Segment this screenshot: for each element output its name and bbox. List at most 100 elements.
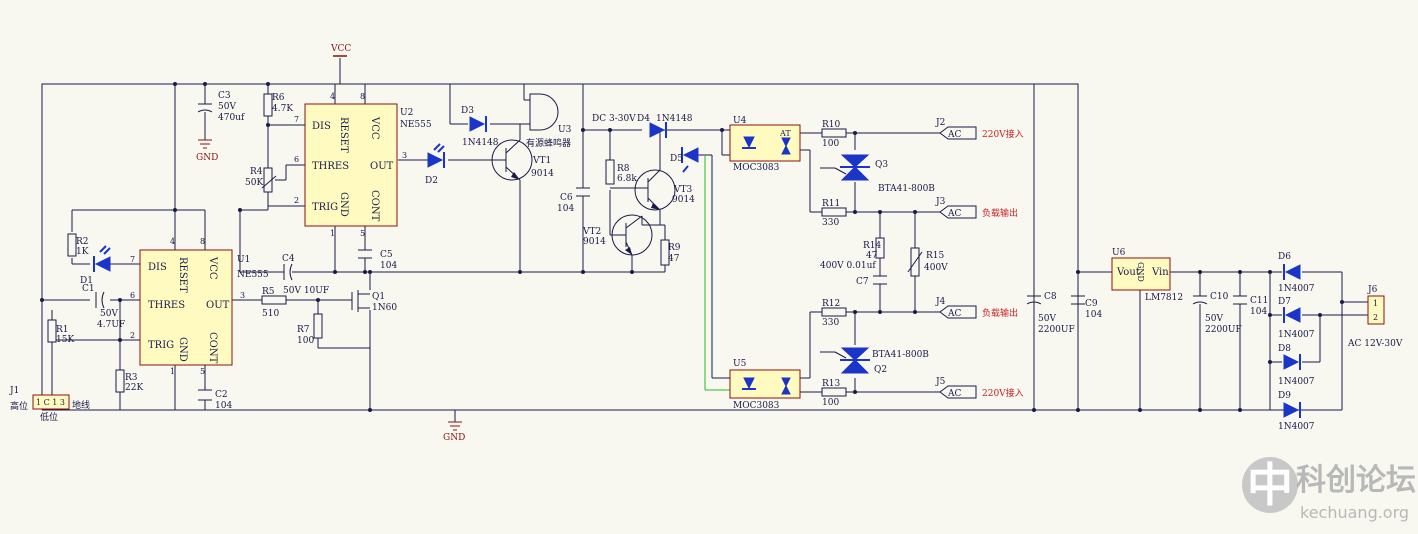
u1-pin-out: OUT bbox=[206, 300, 230, 311]
opto-u5: U5 MOC3083 bbox=[729, 359, 801, 411]
r15-ref: R15 bbox=[926, 251, 945, 261]
u1-pin-cont: CONT bbox=[207, 332, 218, 364]
connector-j4: AC J4 负载输出 bbox=[935, 297, 1018, 319]
diode-d9: D9 1N4007 bbox=[1278, 391, 1315, 432]
vt1-value: 9014 bbox=[531, 169, 554, 179]
c11-value: 104 bbox=[1250, 307, 1267, 317]
svg-text:1: 1 bbox=[330, 229, 335, 238]
resistor-r9: R9 47 bbox=[660, 239, 681, 266]
capacitor-c5: C5 104 bbox=[358, 249, 397, 271]
c5-ref: C5 bbox=[380, 250, 393, 260]
d9-ref: D9 bbox=[1278, 391, 1291, 401]
c10-value: 2200UF bbox=[1205, 325, 1242, 335]
svg-text:6: 6 bbox=[130, 291, 135, 300]
u1-pin-thres: THRES bbox=[148, 300, 185, 311]
capacitor-c7: 400V 0.01uf C7 bbox=[820, 261, 887, 287]
chip-u1: DIS THRES TRIG OUT RESET VCC GND CONT U1… bbox=[130, 237, 269, 376]
q2-ref: Q2 bbox=[874, 365, 887, 375]
u1-pin-reset: RESET bbox=[177, 257, 188, 293]
capacitor-c10: C10 50V 2200UF bbox=[1192, 292, 1242, 335]
u2-pin-gnd: GND bbox=[338, 192, 349, 217]
u2-pin-dis: DIS bbox=[312, 121, 331, 132]
chip-u2: DIS THRES TRIG OUT RESET VCC GND CONT U2… bbox=[294, 92, 432, 238]
svg-text:6: 6 bbox=[294, 155, 299, 164]
j2-note: 220V接入 bbox=[982, 128, 1024, 140]
q1-ref: Q1 bbox=[372, 292, 385, 302]
resistor-r2: R2 1K bbox=[67, 233, 89, 257]
j2-ref: J2 bbox=[935, 118, 945, 128]
u5-ref: U5 bbox=[733, 359, 747, 369]
r14-ref: R14 bbox=[863, 241, 882, 251]
svg-text:4: 4 bbox=[170, 237, 175, 246]
d6-ref: D6 bbox=[1278, 252, 1291, 262]
vt1-ref: VT1 bbox=[532, 156, 551, 166]
r11-value: 330 bbox=[822, 218, 839, 228]
led-d1: D1 bbox=[80, 245, 111, 286]
diode-d8: D8 1N4007 bbox=[1278, 344, 1315, 387]
c3-value: 470uf bbox=[218, 113, 245, 123]
junctions bbox=[40, 82, 1344, 412]
svg-text:3: 3 bbox=[402, 151, 407, 160]
r2-value: 1K bbox=[76, 247, 89, 257]
diode-d3: D3 1N4148 bbox=[461, 106, 499, 148]
d7-ref: D7 bbox=[1278, 297, 1291, 307]
c10-ref: C10 bbox=[1210, 292, 1229, 302]
u6-vin: Vin bbox=[1151, 267, 1169, 278]
u3-value: 有源蜂鸣器 bbox=[526, 137, 571, 149]
diode-d4: D4 1N4148 DC 3-30V bbox=[592, 114, 693, 138]
svg-text:4: 4 bbox=[330, 92, 335, 101]
capacitor-c9: C9 104 bbox=[1071, 295, 1102, 320]
j6-pin2: 2 bbox=[1373, 313, 1378, 322]
diode-d6: D6 bbox=[1278, 252, 1301, 280]
r1-value: 15K bbox=[56, 335, 74, 345]
u1-pin-gnd: GND bbox=[177, 337, 188, 362]
u4-ref: U4 bbox=[733, 116, 747, 126]
triac-q2: Q2 BTA41-800B bbox=[834, 347, 929, 375]
j2-tag: AC bbox=[947, 130, 961, 140]
c8-value: 2200UF bbox=[1038, 325, 1075, 335]
d1-ref: D1 bbox=[80, 276, 93, 286]
resistor-r14: R14 47 bbox=[863, 237, 885, 261]
d8-value: 1N4007 bbox=[1278, 377, 1315, 387]
resistor-r1: R1 15K bbox=[47, 319, 74, 345]
d7-value: 1N4007 bbox=[1278, 330, 1315, 340]
j5-ref: J5 bbox=[935, 377, 946, 387]
d9-value: 1N4007 bbox=[1278, 422, 1315, 432]
connector-j3: AC J3 负载输出 bbox=[935, 197, 1018, 219]
j4-ref: J4 bbox=[935, 297, 946, 307]
r15-value: 400V bbox=[924, 263, 948, 273]
resistor-r4: R4 50K bbox=[245, 167, 277, 193]
u1-pin-dis: DIS bbox=[148, 262, 167, 273]
buzzer-u3: U3 有源蜂鸣器 bbox=[526, 93, 572, 149]
r13-value: 100 bbox=[822, 398, 839, 408]
d5-ref: D5 bbox=[670, 154, 683, 164]
u6-vout: Vout bbox=[1116, 267, 1140, 278]
diode-d6-value: 1N4007 bbox=[1278, 284, 1315, 294]
j5-tag: AC bbox=[947, 389, 961, 399]
svg-text:8: 8 bbox=[200, 237, 205, 246]
capacitor-c8: C8 50V 2200UF bbox=[1026, 292, 1075, 335]
c1-ref: C1 bbox=[82, 284, 95, 294]
r10-value: 100 bbox=[822, 139, 839, 149]
u6-gnd: GND bbox=[1136, 262, 1145, 282]
capacitor-c11: C11 104 bbox=[1233, 295, 1268, 317]
r4-value: 50K bbox=[245, 178, 263, 188]
j6-note: AC 12V-30V bbox=[1347, 339, 1403, 349]
r9-ref: R9 bbox=[668, 243, 681, 253]
c4-value: 50V 10UF bbox=[283, 286, 329, 296]
resistor-r3: R3 22K bbox=[115, 369, 143, 393]
r9-value: 47 bbox=[668, 254, 680, 264]
c5-value: 104 bbox=[380, 261, 397, 271]
transistor-vt2: VT2 9014 bbox=[582, 214, 653, 256]
vt3-value: 9014 bbox=[672, 195, 695, 205]
u1-pin-vcc: VCC bbox=[207, 256, 218, 280]
u2-pin-out: OUT bbox=[370, 161, 394, 172]
svg-text:2: 2 bbox=[294, 196, 299, 205]
connector-j6: 1 2 J6 AC 12V-30V bbox=[1347, 285, 1403, 349]
svg-text:1: 1 bbox=[170, 367, 175, 376]
u2-ref: U2 bbox=[400, 108, 413, 118]
resistor-r12: R12 330 bbox=[821, 299, 847, 328]
u1-ref: U1 bbox=[237, 255, 250, 265]
u5-part: MOC3083 bbox=[733, 401, 780, 411]
